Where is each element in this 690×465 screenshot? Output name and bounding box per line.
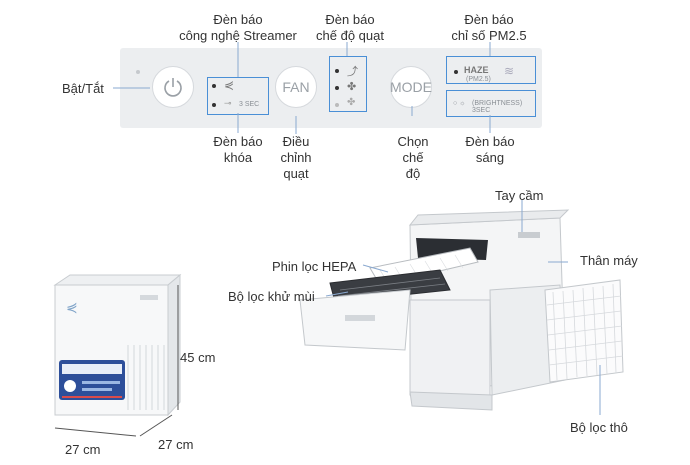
width-dimension: 27 cm	[65, 442, 101, 457]
sensor-dot	[136, 70, 140, 74]
fan-adjust-line3: quạt	[283, 166, 309, 181]
lock-led	[212, 103, 216, 107]
lock-hint: 3 SEC	[239, 101, 260, 108]
power-label: Bật/Tắt	[62, 81, 104, 96]
streamer-label-line1: Đèn báo	[213, 12, 263, 27]
pre-filter-label: Bộ lọc thô	[570, 420, 628, 435]
streamer-led	[212, 84, 216, 88]
haze-wave-icon: ≋	[504, 64, 515, 78]
pm-highlight	[446, 56, 536, 84]
pm-text: (PM2.5)	[466, 76, 491, 83]
power-button[interactable]	[152, 66, 194, 108]
fan-led-1	[335, 69, 339, 73]
fan-adjust-label: Điều chỉnh quạt	[276, 134, 316, 182]
fan-mode-indicator-label: Đèn báo chế độ quạt	[305, 12, 395, 44]
handle-label: Tay cầm	[495, 188, 544, 203]
pm-label-line2: chỉ số PM2.5	[451, 28, 527, 43]
mode-select-label: Chọn chế độ	[393, 134, 433, 182]
fan-auto-icon: ⤴	[347, 66, 358, 78]
fan-mode-highlight	[329, 56, 367, 112]
fan-led-3	[335, 103, 339, 107]
power-icon	[164, 78, 182, 97]
streamer-indicator-label: Đèn báo công nghệ Streamer	[168, 12, 308, 44]
light-label-line2: sáng	[475, 150, 505, 165]
fanmode-label-line1: Đèn báo	[325, 12, 375, 27]
lock-label-line2: khóa	[223, 150, 253, 165]
hepa-filter-label: Phin lọc HEPA	[272, 259, 357, 274]
fanmode-label-line2: chế độ quạt	[316, 28, 384, 43]
brightness-highlight	[446, 90, 536, 117]
fan-quiet-icon: ✤	[347, 97, 356, 108]
fan-led-2	[335, 86, 339, 90]
svg-text:⋞: ⋞	[66, 299, 78, 315]
deodorizing-filter-label: Bộ lọc khử mùi	[228, 289, 315, 304]
depth-dimension: 27 cm	[158, 437, 194, 452]
brightness-indicator-label: Đèn báo sáng	[452, 134, 528, 166]
fan-adjust-line1: Điều	[282, 134, 310, 149]
main-body-label: Thân máy	[580, 253, 638, 268]
mode-select-line3: độ	[405, 166, 421, 181]
mode-button[interactable]: MODE	[390, 66, 432, 108]
haze-led	[454, 70, 458, 74]
haze-text: HAZE	[464, 65, 489, 75]
mode-select-line1: Chọn	[397, 134, 429, 149]
mode-button-label: MODE	[390, 79, 432, 95]
pm-label-line1: Đèn báo	[464, 12, 514, 27]
fan-turbo-icon: ✤	[347, 81, 357, 93]
brightness-hint: (BRIGHTNESS) 3SEC	[472, 100, 523, 114]
mode-select-line2: chế	[402, 150, 424, 165]
streamer-icon: ⋞	[224, 78, 235, 92]
fan-adjust-line2: chỉnh	[280, 150, 312, 165]
fan-button-label: FAN	[282, 79, 310, 95]
streamer-label-line2: công nghệ Streamer	[179, 28, 297, 43]
control-panel: ⋞ ⊸ 3 SEC FAN ⤴ ✤ ✤ MODE HAZE (PM2.5) ≋ …	[120, 48, 542, 128]
fan-button[interactable]: FAN	[275, 66, 317, 108]
brightness-icon: ○ ☼	[453, 100, 466, 107]
height-dimension: 45 cm	[180, 350, 216, 365]
pm25-indicator-label: Đèn báo chỉ số PM2.5	[444, 12, 534, 44]
lock-indicator-label: Đèn báo khóa	[200, 134, 276, 166]
light-label-line1: Đèn báo	[465, 134, 515, 149]
lock-label-line1: Đèn báo	[213, 134, 263, 149]
lock-key-icon: ⊸	[224, 98, 232, 108]
